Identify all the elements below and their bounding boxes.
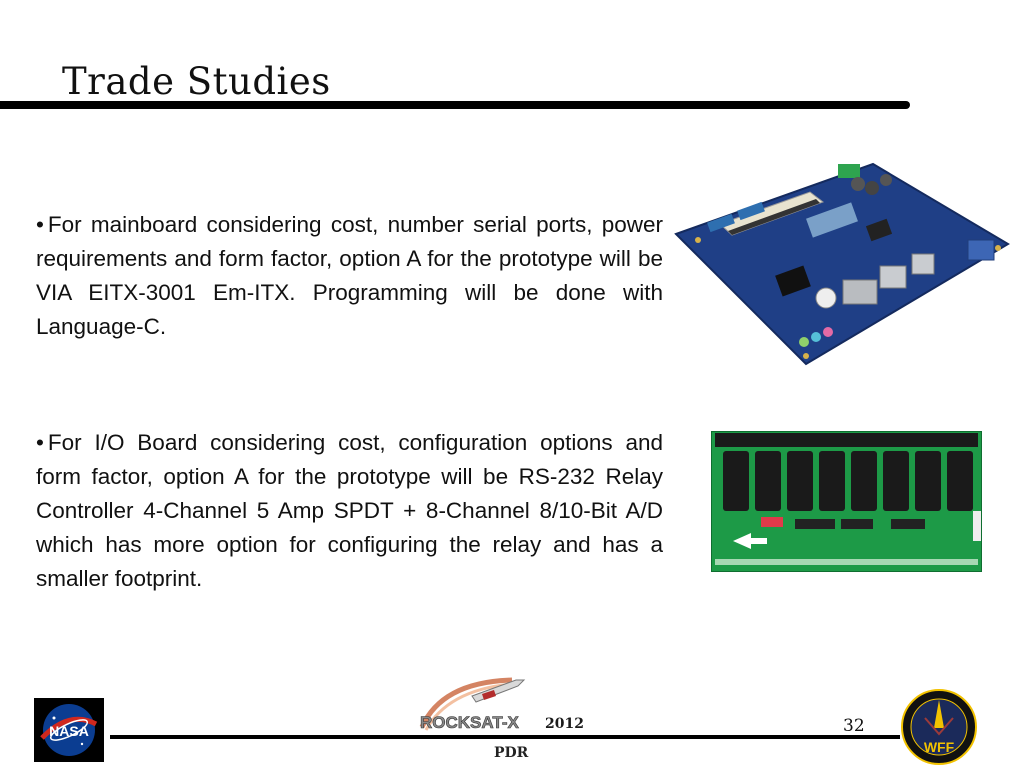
footer-year: 2012 [545,716,584,732]
bullet-text: For mainboard considering cost, number s… [36,212,663,339]
bullet-marker: • [36,430,44,455]
wff-logo-text: WFF [924,739,955,755]
bullet-text: For I/O Board considering cost, configur… [36,430,663,591]
mainboard-photo [674,162,1010,366]
title-divider [0,101,910,109]
page-number: 32 [843,716,865,736]
footer-pdr-label: PDR [494,745,529,761]
rocksat-x-logo: ROCKSAT-X [420,677,526,732]
slide-title: Trade Studies [62,60,331,103]
nasa-logo: NASA [34,698,104,762]
bullet-marker: • [36,212,44,237]
wff-logo: WFF [901,689,977,765]
footer-divider [110,735,900,739]
bullet-io-board: •For I/O Board considering cost, configu… [36,426,663,596]
nasa-logo-text: NASA [49,723,89,739]
bullet-mainboard: •For mainboard considering cost, number … [36,208,663,344]
rocksat-x-logo-text: ROCKSAT-X [420,713,520,732]
relay-board-photo [711,431,982,572]
